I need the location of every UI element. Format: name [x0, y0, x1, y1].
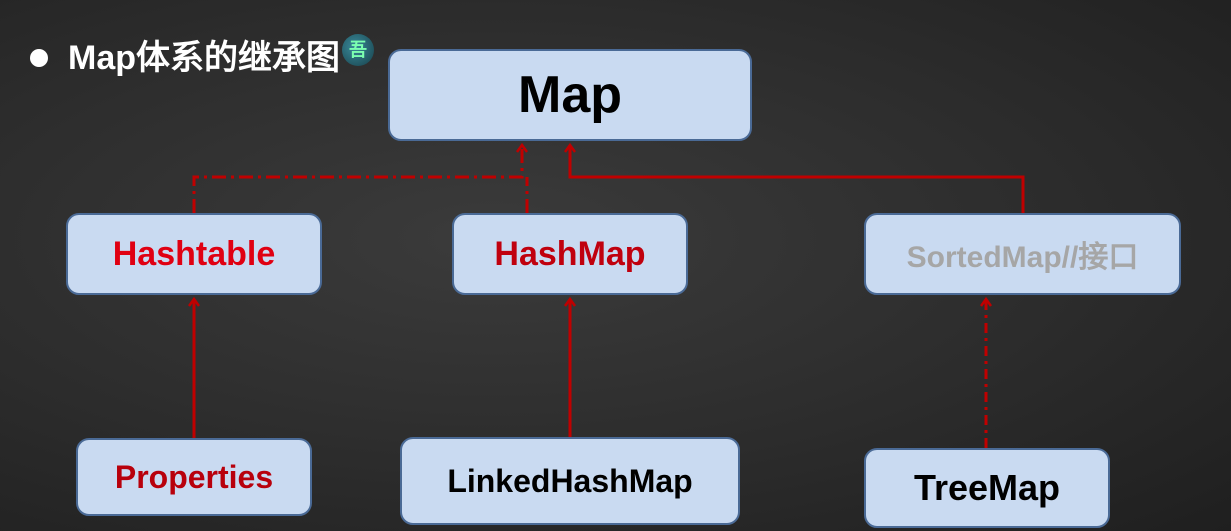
- node-linkedhashmap: LinkedHashMap: [400, 437, 740, 525]
- node-treemap: TreeMap: [864, 448, 1110, 528]
- node-hashmap: HashMap: [452, 213, 688, 295]
- edge-sortedmap-map: [570, 145, 1025, 213]
- diagram-title: Map体系的继承图: [30, 38, 340, 78]
- edge-hashtable-map: [192, 145, 522, 213]
- node-sortedmap: SortedMap//接口: [864, 213, 1181, 295]
- node-properties: Properties: [76, 438, 312, 516]
- node-hashtable: Hashtable: [66, 213, 322, 295]
- node-map: Map: [388, 49, 752, 141]
- bullet-icon: [30, 49, 48, 67]
- diagram-title-text: Map体系的继承图: [68, 39, 340, 77]
- logo-badge-icon: 吾: [342, 34, 374, 66]
